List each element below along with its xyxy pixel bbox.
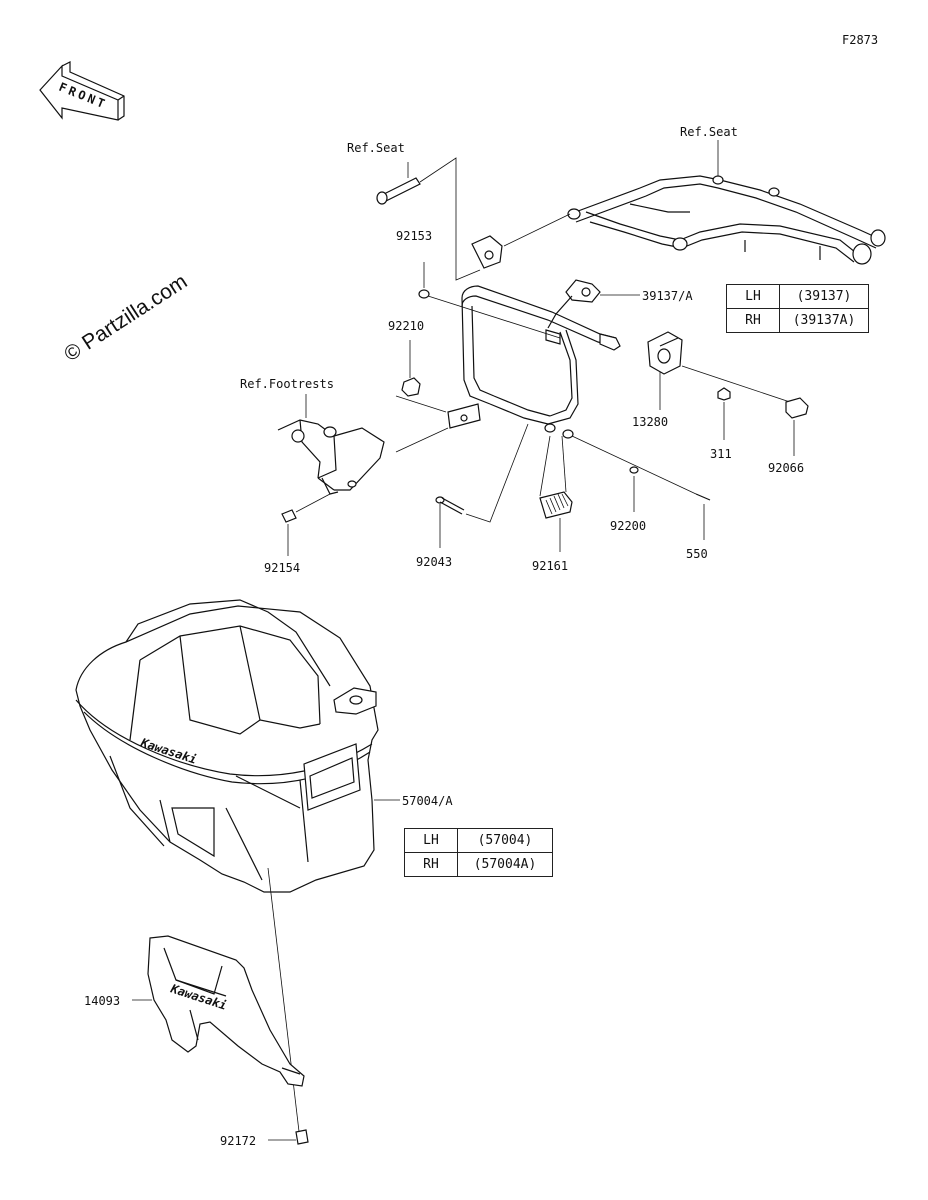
part-label-14093: 14093 xyxy=(84,994,120,1008)
cap-92066 xyxy=(785,397,809,456)
part-label-550: 550 xyxy=(686,547,708,561)
part-label-92161: 92161 xyxy=(532,559,568,573)
pannier-case: Kawasaki xyxy=(75,599,379,893)
part-label-13280: 13280 xyxy=(632,415,668,429)
cotter-pin-550 xyxy=(695,493,711,540)
table-row: RH (39137A) xyxy=(726,308,869,333)
variant-table-39137: LH (39137) RH (39137A) xyxy=(726,284,869,333)
part-label-92172: 92172 xyxy=(220,1134,256,1148)
footrest-bracket xyxy=(277,419,385,495)
table-row: RH (57004A) xyxy=(404,852,553,877)
cover-14093: Kawasaki xyxy=(147,935,305,1087)
latch-13280 xyxy=(647,331,683,410)
table-cell-code: (57004A) xyxy=(457,852,553,877)
table-row: LH (39137) xyxy=(726,284,869,309)
front-direction-arrow-icon: FRONT xyxy=(39,61,125,121)
table-row: LH (57004) xyxy=(404,828,553,853)
screw-92154 xyxy=(281,493,331,556)
table-cell-side: LH xyxy=(726,284,780,309)
part-label-92210: 92210 xyxy=(388,319,424,333)
part-label-311: 311 xyxy=(710,447,732,461)
variant-table-57004: LH (57004) RH (57004A) xyxy=(404,828,553,877)
part-label-92200: 92200 xyxy=(610,519,646,533)
part-label-92153: 92153 xyxy=(396,229,432,243)
nut-311 xyxy=(717,387,731,440)
bolt-92153 xyxy=(418,262,561,339)
table-cell-code: (39137A) xyxy=(779,308,869,333)
screw-92172 xyxy=(295,1129,309,1145)
table-cell-side: LH xyxy=(404,828,458,853)
part-label-92066: 92066 xyxy=(768,461,804,475)
part-label-57004a: 57004/A xyxy=(402,794,453,808)
ref-seat-right-label: Ref.Seat xyxy=(680,125,738,139)
table-cell-code: (39137) xyxy=(779,284,869,309)
part-label-92154: 92154 xyxy=(264,561,300,575)
table-cell-code: (57004) xyxy=(457,828,553,853)
seat-bolt xyxy=(376,162,421,205)
pin-92043 xyxy=(435,423,529,548)
nut-92210 xyxy=(401,340,421,397)
ref-seat-left-label: Ref.Seat xyxy=(347,141,405,155)
part-label-92043: 92043 xyxy=(416,555,452,569)
part-label-39137a: 39137/A xyxy=(642,289,693,303)
spring-92161 xyxy=(539,435,573,552)
ref-footrests-label: Ref.Footrests xyxy=(240,377,334,391)
table-cell-side: RH xyxy=(404,852,458,877)
pannier-bracket xyxy=(447,235,621,439)
seat-subframe xyxy=(567,140,886,265)
figure-code: F2873 xyxy=(842,33,878,47)
washer-92200 xyxy=(629,466,639,512)
watermark-text: © Partzilla.com xyxy=(60,270,191,366)
table-cell-side: RH xyxy=(726,308,780,333)
